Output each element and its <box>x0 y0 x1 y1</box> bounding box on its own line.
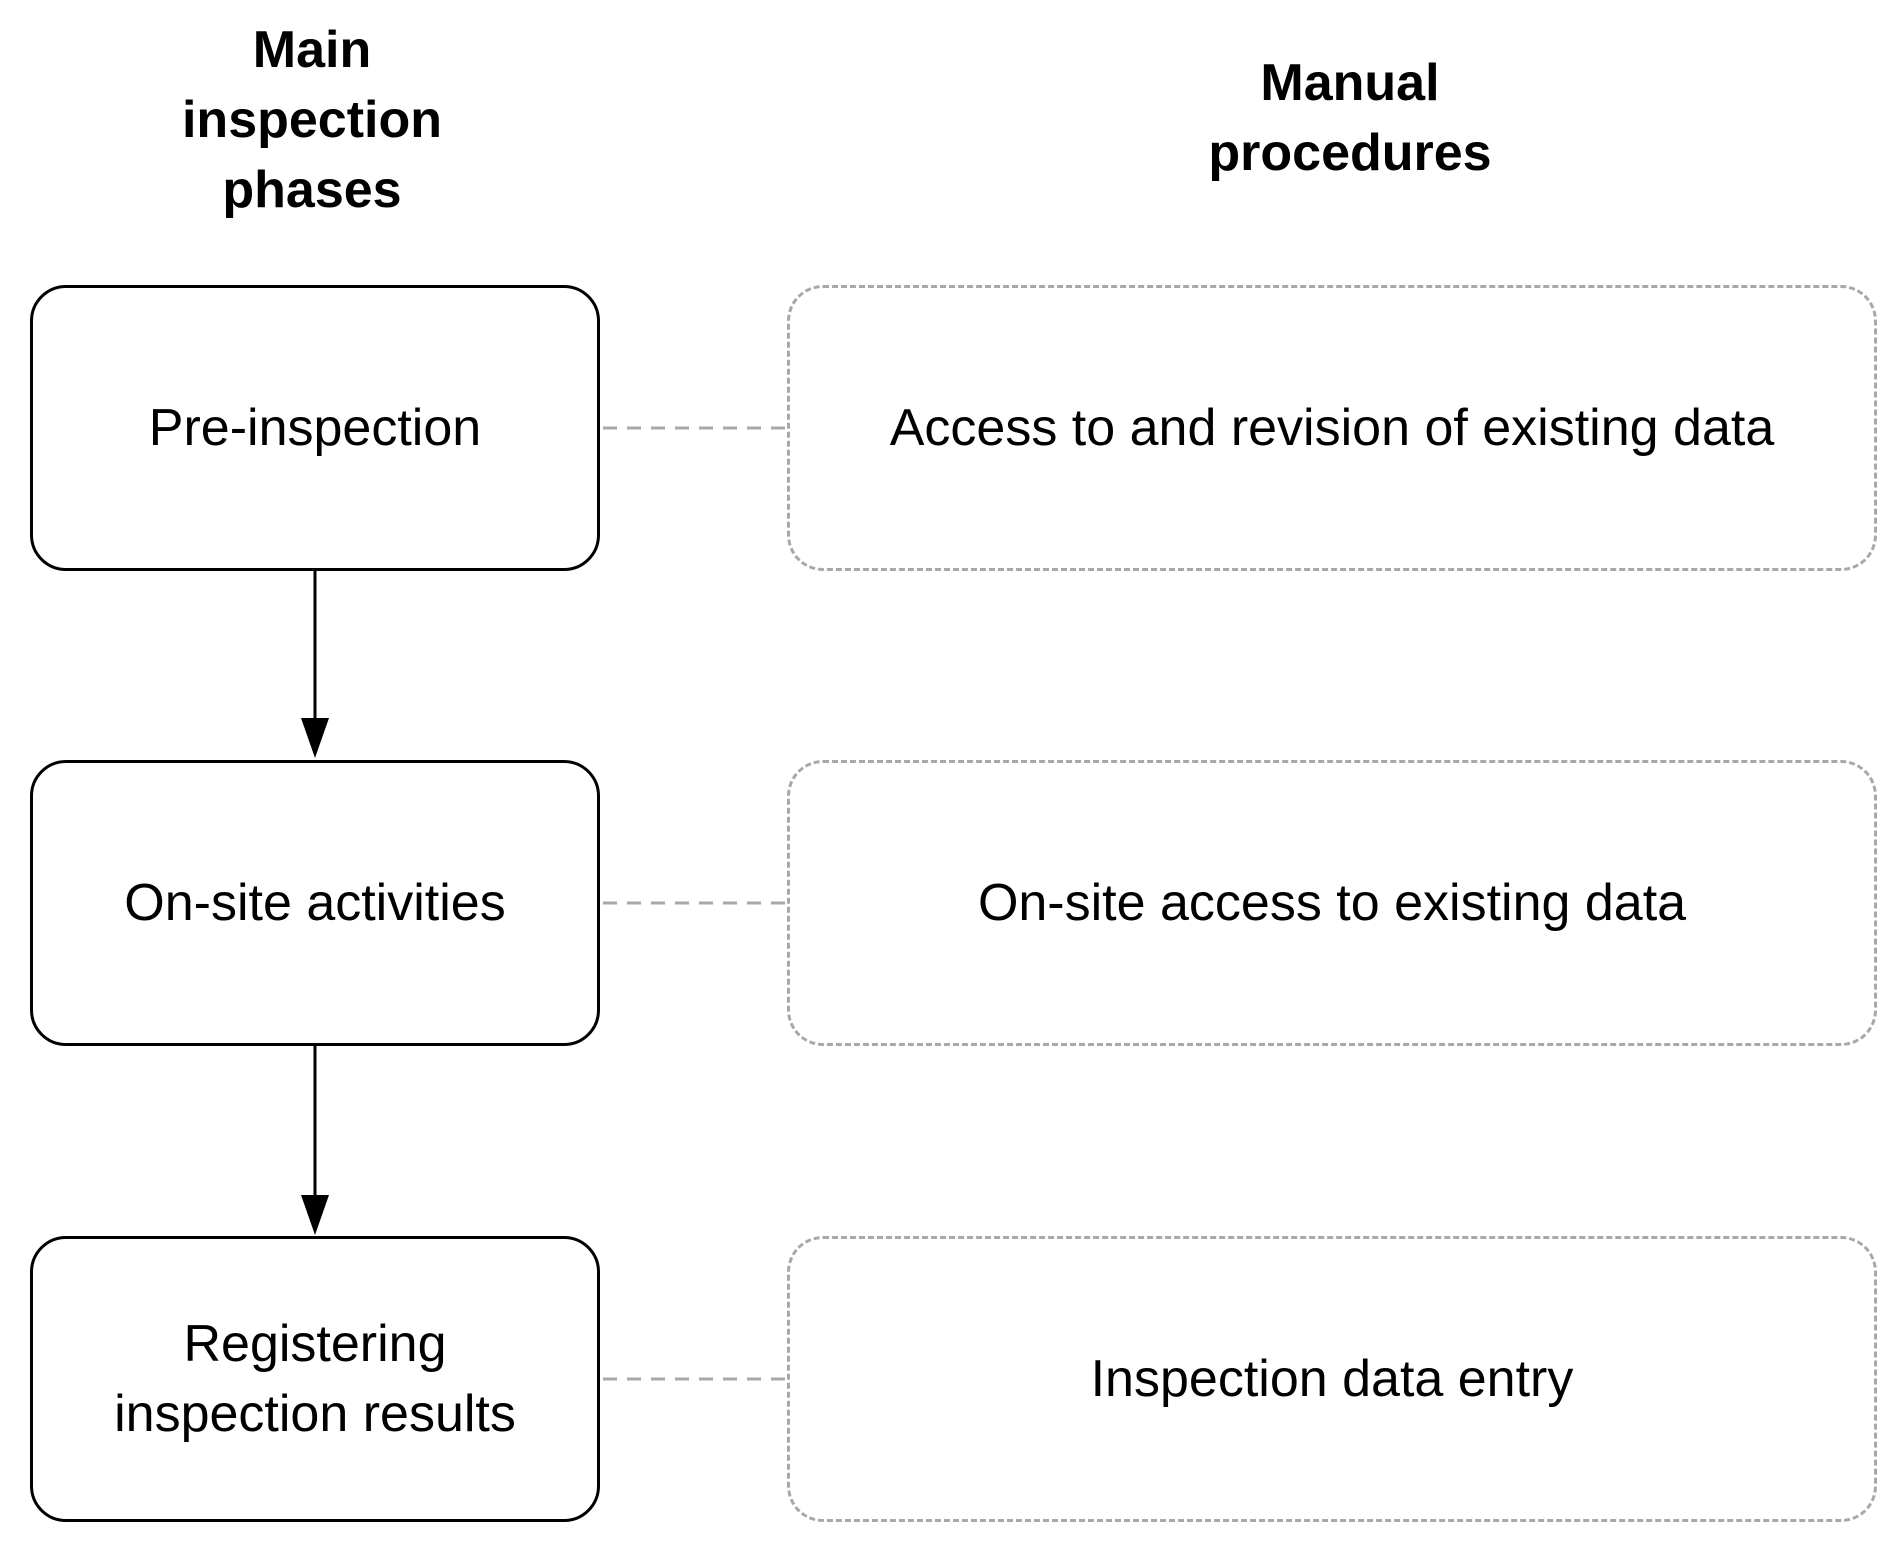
procedure-label: Access to and revision of existing data <box>889 399 1775 457</box>
procedure-label: On-site access to existing data <box>977 874 1687 932</box>
procedure-box-data-entry: Inspection data entry <box>787 1236 1877 1522</box>
flow-arrowhead <box>301 1195 329 1235</box>
flow-arrowhead <box>301 718 329 758</box>
heading-manual-procedures: Manual procedures <box>1150 48 1550 188</box>
phase-label: inspection results <box>114 1385 516 1443</box>
heading-line: Main <box>252 21 372 79</box>
procedure-box-on-site-access: On-site access to existing data <box>787 760 1877 1046</box>
heading-line: inspection <box>181 91 443 149</box>
phase-label: On-site activities <box>124 874 506 932</box>
procedure-label: Inspection data entry <box>1090 1350 1574 1408</box>
phase-box-on-site-activities: On-site activities <box>30 760 600 1046</box>
phase-label: Registering <box>183 1315 447 1373</box>
phase-label: Pre-inspection <box>148 399 482 457</box>
heading-line: phases <box>222 161 402 219</box>
phase-box-registering-results: Registering inspection results <box>30 1236 600 1522</box>
heading-line: Manual <box>1260 54 1440 112</box>
heading-main-inspection-phases: Main inspection phases <box>112 15 512 225</box>
heading-line: procedures <box>1208 124 1492 182</box>
phase-box-pre-inspection: Pre-inspection <box>30 285 600 571</box>
procedure-box-access-revision: Access to and revision of existing data <box>787 285 1877 571</box>
